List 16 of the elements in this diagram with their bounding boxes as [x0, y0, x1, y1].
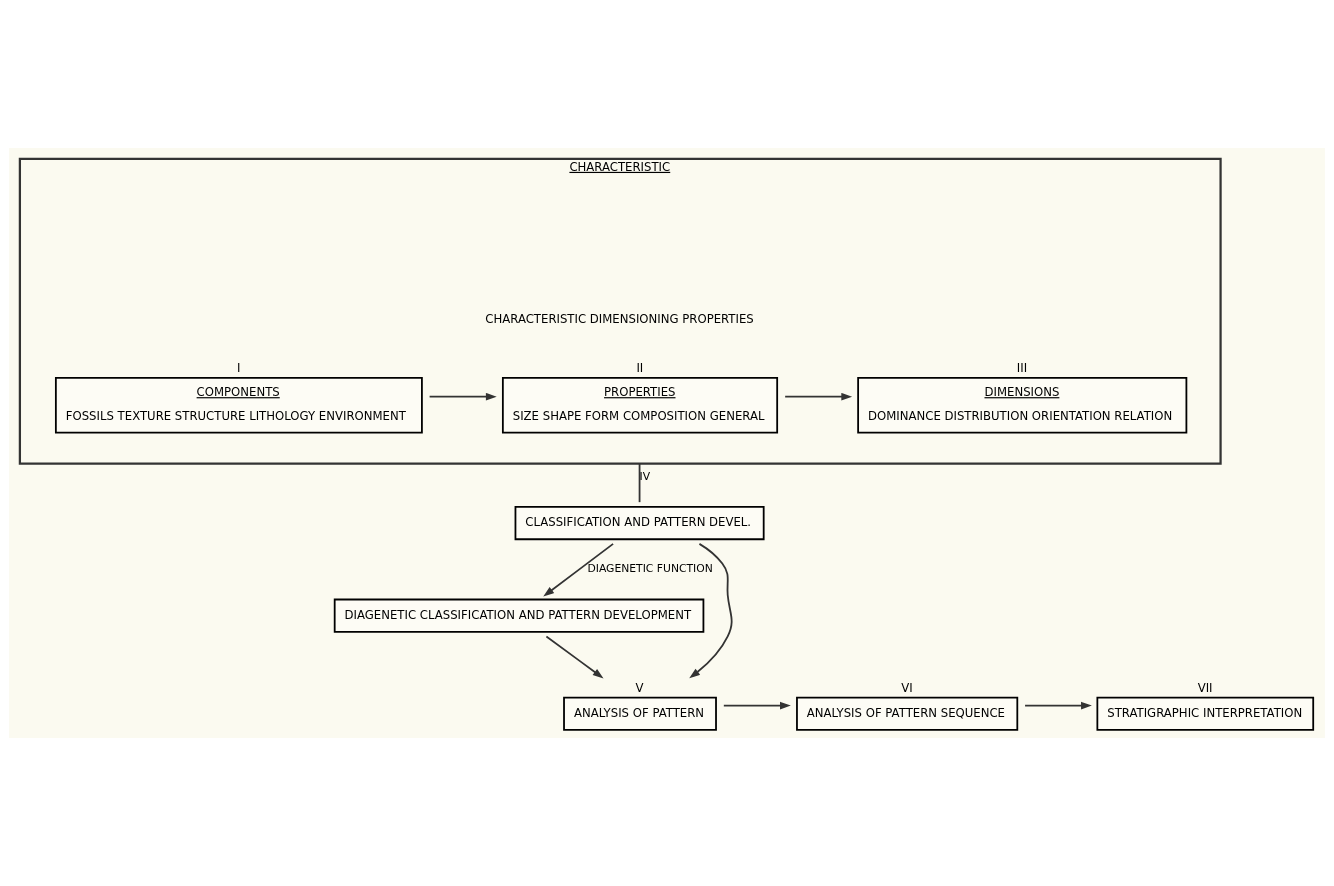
arrow [543, 543, 614, 597]
node-label: VII [1197, 680, 1213, 695]
arrow [428, 392, 497, 401]
arrow [689, 542, 733, 679]
node-label: VI [901, 680, 913, 695]
arrow [784, 392, 853, 401]
node-label: V [635, 680, 644, 695]
arrow [1024, 701, 1092, 710]
edge-label: DIAGENETIC FUNCTION [587, 562, 713, 576]
node-label: III [1016, 360, 1028, 375]
node-label: II [636, 360, 644, 375]
arrow [722, 701, 791, 710]
arrow [545, 635, 604, 679]
edge-label: IV [639, 469, 651, 483]
node-label: I [237, 360, 241, 375]
connector [638, 462, 641, 504]
